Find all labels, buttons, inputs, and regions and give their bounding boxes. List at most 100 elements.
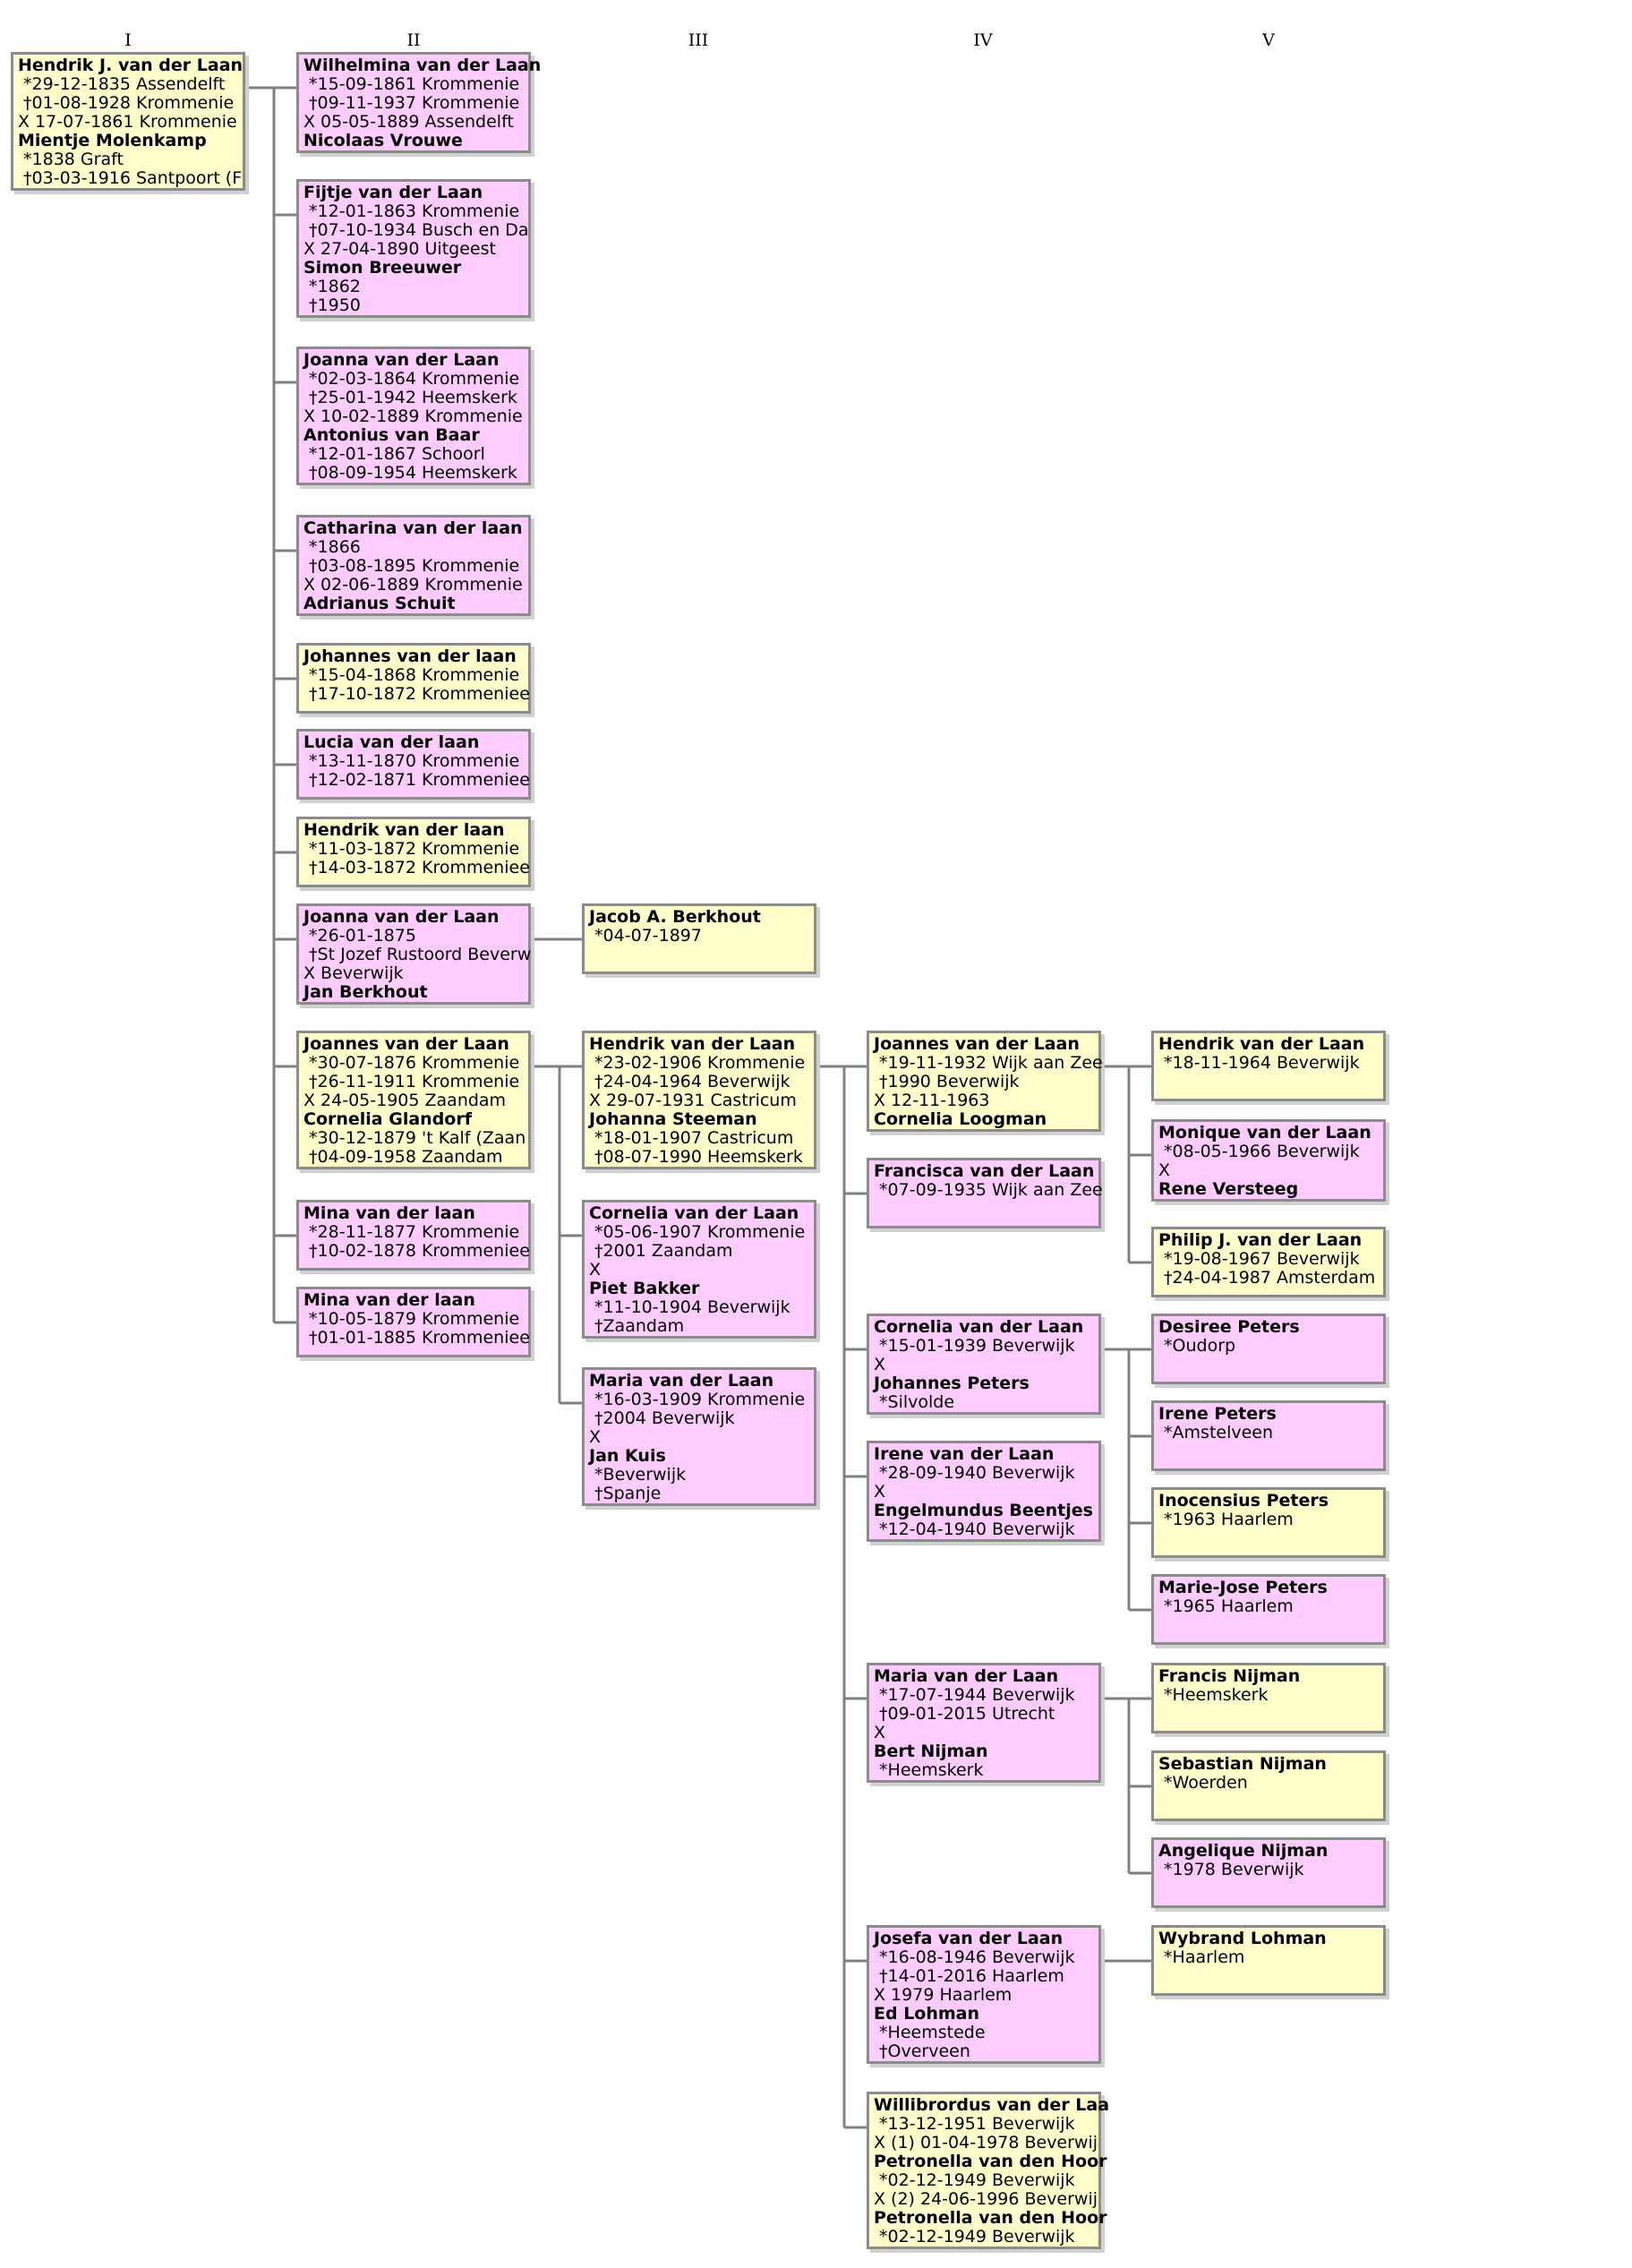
person-detail: X 12-11-1963 <box>874 1091 990 1110</box>
person-name: Ed Lohman <box>874 2004 980 2024</box>
person-detail: *19-08-1967 Beverwijk <box>1158 1249 1360 1269</box>
person-name: Jacob A. Berkhout <box>589 907 761 927</box>
person-detail: †12-02-1871 Krommeniee <box>303 770 530 790</box>
person-box-p24[interactable]: Hendrik van der Laan *18-11-1964 Beverwi… <box>1151 1031 1386 1101</box>
person-box-p22[interactable]: Josefa van der Laan *16-08-1946 Beverwij… <box>867 1925 1101 2064</box>
person-detail: †St Jozef Rustoord Beverw <box>303 945 532 964</box>
person-box-p29[interactable]: Inocensius Peters *1963 Haarlem <box>1151 1487 1386 1558</box>
person-name: Hendrik van der laan <box>303 820 505 840</box>
person-box-p27[interactable]: Desiree Peters *Oudorp <box>1151 1314 1386 1384</box>
person-name: Mina van der laan <box>303 1290 475 1310</box>
person-box-p28[interactable]: Irene Peters *Amstelveen <box>1151 1400 1386 1471</box>
person-detail: *29-12-1835 Assendelft <box>18 74 226 94</box>
person-box-p30[interactable]: Marie-Jose Peters *1965 Haarlem <box>1151 1574 1386 1645</box>
person-box-p11[interactable]: Mina van der laan *28-11-1877 Krommenie … <box>296 1200 531 1271</box>
person-name: Johannes van der laan <box>303 646 517 666</box>
person-name: Piet Bakker <box>589 1279 700 1298</box>
person-box-p14[interactable]: Hendrik van der Laan *23-02-1906 Krommen… <box>582 1031 816 1169</box>
person-name: Angelique Nijman <box>1158 1841 1329 1861</box>
person-box-p18[interactable]: Francisca van der Laan *07-09-1935 Wijk … <box>867 1158 1103 1228</box>
person-box-p26[interactable]: Philip J. van der Laan *19-08-1967 Bever… <box>1151 1227 1386 1297</box>
person-detail: †Overveen <box>874 2041 970 2061</box>
person-detail: *18-01-1907 Castricum <box>589 1128 794 1148</box>
person-detail: X 1979 Haarlem <box>874 1985 1013 2005</box>
person-box-p23[interactable]: Willibrordus van der Laa *13-12-1951 Bev… <box>867 2092 1110 2249</box>
person-detail: X 10-02-1889 Krommenie <box>303 407 523 426</box>
person-box-p3[interactable]: Fijtje van der Laan *12-01-1863 Krommeni… <box>296 179 531 318</box>
person-detail: †24-04-1964 Beverwijk <box>589 1072 790 1091</box>
person-box-p5[interactable]: Catharina van der laan *1866 †03-08-1895… <box>296 515 531 616</box>
person-detail: X (2) 24-06-1996 Beverwij <box>874 2189 1098 2209</box>
person-name: Antonius van Baar <box>303 425 480 445</box>
person-detail: †26-11-1911 Krommenie <box>303 1072 520 1091</box>
generation-label-4: IV <box>973 30 993 50</box>
generation-label-3: III <box>688 30 709 50</box>
person-detail: †08-07-1990 Heemskerk <box>589 1147 803 1167</box>
person-detail: X <box>874 1723 886 1742</box>
person-name: Cornelia van der Laan <box>874 1317 1084 1337</box>
person-box-p33[interactable]: Angelique Nijman *1978 Beverwijk <box>1151 1837 1386 1908</box>
person-box-p13[interactable]: Jacob A. Berkhout *04-07-1897 <box>582 903 816 974</box>
person-detail: X 05-05-1889 Assendelft <box>303 112 514 132</box>
person-detail: *17-07-1944 Beverwijk <box>874 1685 1075 1705</box>
person-detail: *16-08-1946 Beverwijk <box>874 1947 1075 1967</box>
person-detail: †24-04-1987 Amsterdam <box>1158 1268 1376 1288</box>
person-box-p15[interactable]: Cornelia van der Laan *05-06-1907 Kromme… <box>582 1200 816 1339</box>
person-box-p2[interactable]: Wilhelmina van der Laan *15-09-1861 Krom… <box>296 52 541 153</box>
person-box-p20[interactable]: Irene van der Laan *28-09-1940 Beverwijk… <box>867 1441 1101 1542</box>
person-box-p25[interactable]: Monique van der Laan *08-05-1966 Beverwi… <box>1151 1119 1386 1202</box>
person-box-p6[interactable]: Johannes van der laan *15-04-1868 Kromme… <box>296 643 531 714</box>
person-name: Wybrand Lohman <box>1158 1929 1327 1948</box>
person-box-p34[interactable]: Wybrand Lohman *Haarlem <box>1151 1925 1386 1996</box>
person-detail: †03-08-1895 Krommenie <box>303 556 520 576</box>
person-name: Rene Versteeg <box>1158 1179 1299 1199</box>
person-name: Hendrik J. van der Laan <box>18 56 244 75</box>
person-name: Hendrik van der Laan <box>589 1034 796 1054</box>
person-box-p17[interactable]: Joannes van der Laan *19-11-1932 Wijk aa… <box>867 1031 1103 1132</box>
person-box-p10[interactable]: Joannes van der Laan *30-07-1876 Krommen… <box>296 1031 531 1169</box>
person-box-p4[interactable]: Joanna van der Laan *02-03-1864 Krommeni… <box>296 347 531 485</box>
person-name: Petronella van den Hoor <box>874 2208 1107 2228</box>
person-name: Willibrordus van der Laa <box>874 2095 1110 2115</box>
generation-label-1: I <box>124 30 132 50</box>
person-detail: *02-03-1864 Krommenie <box>303 369 520 389</box>
person-detail: *10-05-1879 Krommenie <box>303 1309 520 1329</box>
person-box-p21[interactable]: Maria van der Laan *17-07-1944 Beverwijk… <box>867 1663 1101 1783</box>
person-box-p8[interactable]: Hendrik van der laan *11-03-1872 Krommen… <box>296 817 531 887</box>
person-detail: *Heemskerk <box>874 1760 984 1780</box>
person-name: Cornelia Glandorf <box>303 1109 472 1129</box>
person-box-p16[interactable]: Maria van der Laan *16-03-1909 Krommenie… <box>582 1367 816 1506</box>
person-name: Adrianus Schuit <box>303 594 456 613</box>
person-detail: *1838 Graft <box>18 150 124 169</box>
person-detail: *02-12-1949 Beverwijk <box>874 2170 1075 2190</box>
person-detail: †09-01-2015 Utrecht <box>874 1704 1055 1724</box>
person-detail: †Spanje <box>589 1484 662 1503</box>
person-detail: *1866 <box>303 537 361 557</box>
person-name: Petronella van den Hoor <box>874 2152 1107 2171</box>
person-detail: *Woerden <box>1158 1773 1248 1793</box>
person-detail: X 17-07-1861 Krommenie <box>18 112 237 132</box>
person-detail: †01-01-1885 Krommeniee <box>303 1328 530 1348</box>
person-box-p32[interactable]: Sebastian Nijman *Woerden <box>1151 1750 1386 1821</box>
person-box-p12[interactable]: Mina van der laan *10-05-1879 Krommenie … <box>296 1287 531 1357</box>
person-box-p9[interactable]: Joanna van der Laan *26-01-1875 †St Joze… <box>296 903 531 1005</box>
person-detail: X Beverwijk <box>303 963 404 983</box>
person-detail: *28-11-1877 Krommenie <box>303 1222 520 1242</box>
person-box-p7[interactable]: Lucia van der laan *13-11-1870 Krommenie… <box>296 729 531 800</box>
person-name: Joanna van der Laan <box>303 907 500 927</box>
person-detail: X 02-06-1889 Krommenie <box>303 575 523 595</box>
person-detail: *1978 Beverwijk <box>1158 1860 1304 1879</box>
person-detail: *26-01-1875 <box>303 926 416 946</box>
person-box-p1[interactable]: Hendrik J. van der Laan *29-12-1835 Asse… <box>11 52 245 191</box>
person-name: Johanna Steeman <box>589 1109 757 1129</box>
person-name: Monique van der Laan <box>1158 1123 1371 1143</box>
person-detail: X <box>589 1260 602 1279</box>
person-detail: *30-07-1876 Krommenie <box>303 1053 520 1073</box>
person-detail: *13-11-1870 Krommenie <box>303 751 520 771</box>
person-box-p19[interactable]: Cornelia van der Laan *15-01-1939 Beverw… <box>867 1314 1101 1415</box>
person-detail: *28-09-1940 Beverwijk <box>874 1463 1075 1483</box>
person-box-p31[interactable]: Francis Nijman *Heemskerk <box>1151 1663 1386 1733</box>
person-detail: *Silvolde <box>874 1392 955 1412</box>
